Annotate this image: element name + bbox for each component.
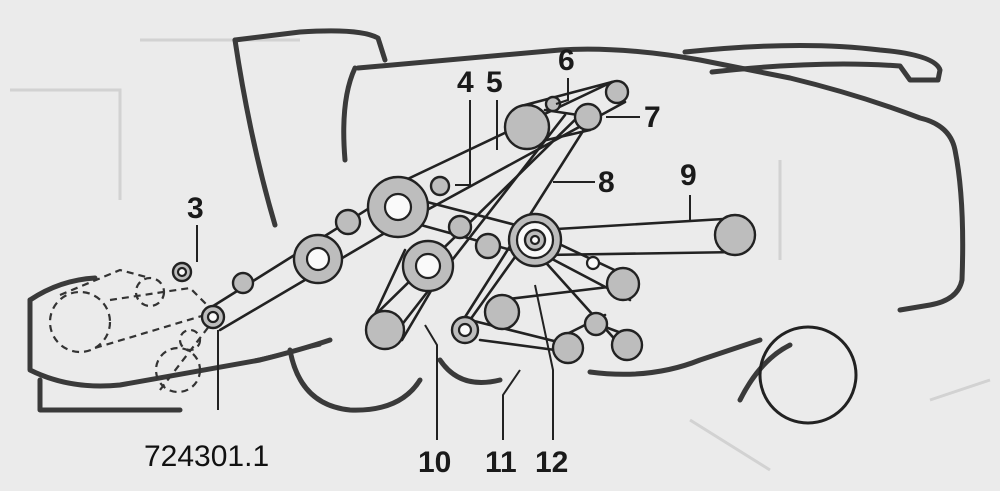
leader-4 (455, 100, 471, 186)
pulley-top-small (544, 95, 562, 113)
callout-8: 8 (598, 166, 615, 199)
callout-9: 9 (680, 159, 697, 192)
callout-6: 6 (558, 44, 575, 77)
machine-body-outline (27, 28, 966, 413)
front-wheel (737, 325, 858, 425)
pulley-left-small (231, 271, 255, 295)
callout-3: 3 (187, 192, 204, 225)
leader-lines (196, 78, 691, 440)
pulley-right-mid (605, 266, 641, 302)
pulley-lower-mid (483, 293, 521, 331)
pulley-idler-left (334, 208, 362, 236)
callout-labels: 3 4 5 6 7 8 9 10 11 12 724301.1 (144, 44, 697, 479)
pulley-3-hub (176, 266, 188, 278)
pulley-left-medium-hub (305, 246, 331, 272)
leader-12 (534, 284, 554, 440)
pulley-12-center (529, 234, 541, 246)
pulley-lower-small-hub (457, 322, 473, 338)
pulley-lower-right-small (583, 311, 609, 337)
leader-11 (502, 369, 521, 440)
dashed-header-drive (48, 268, 213, 394)
callout-7: 7 (644, 101, 661, 134)
pulley-10-hub (414, 252, 442, 280)
pulley-idler-right (474, 232, 502, 260)
callout-12: 12 (535, 446, 568, 479)
leader-6 (555, 78, 569, 105)
pulley-top-right (573, 102, 603, 132)
pulley-idler-mid (447, 214, 473, 240)
pulley-top-large (503, 103, 551, 151)
background-ghost-lines (10, 38, 991, 472)
reference-code: 724301.1 (144, 440, 269, 473)
leader-10 (424, 324, 438, 440)
pulley-tensioner (585, 255, 601, 271)
callout-5: 5 (486, 66, 503, 99)
pulley-9 (713, 213, 757, 257)
pulley-lower-left (364, 309, 406, 351)
pulley-lower-right-a (551, 331, 585, 365)
callout-4: 4 (457, 66, 474, 99)
pulleys (171, 79, 757, 365)
pulley-header-hub (206, 310, 220, 324)
pulley-small-4 (429, 175, 451, 197)
callout-11: 11 (485, 446, 517, 479)
callout-10: 10 (418, 446, 451, 479)
pulley-main-upper-hub (383, 192, 413, 222)
pulley-lower-right-b (610, 328, 644, 362)
pulley-top-end (604, 79, 630, 105)
